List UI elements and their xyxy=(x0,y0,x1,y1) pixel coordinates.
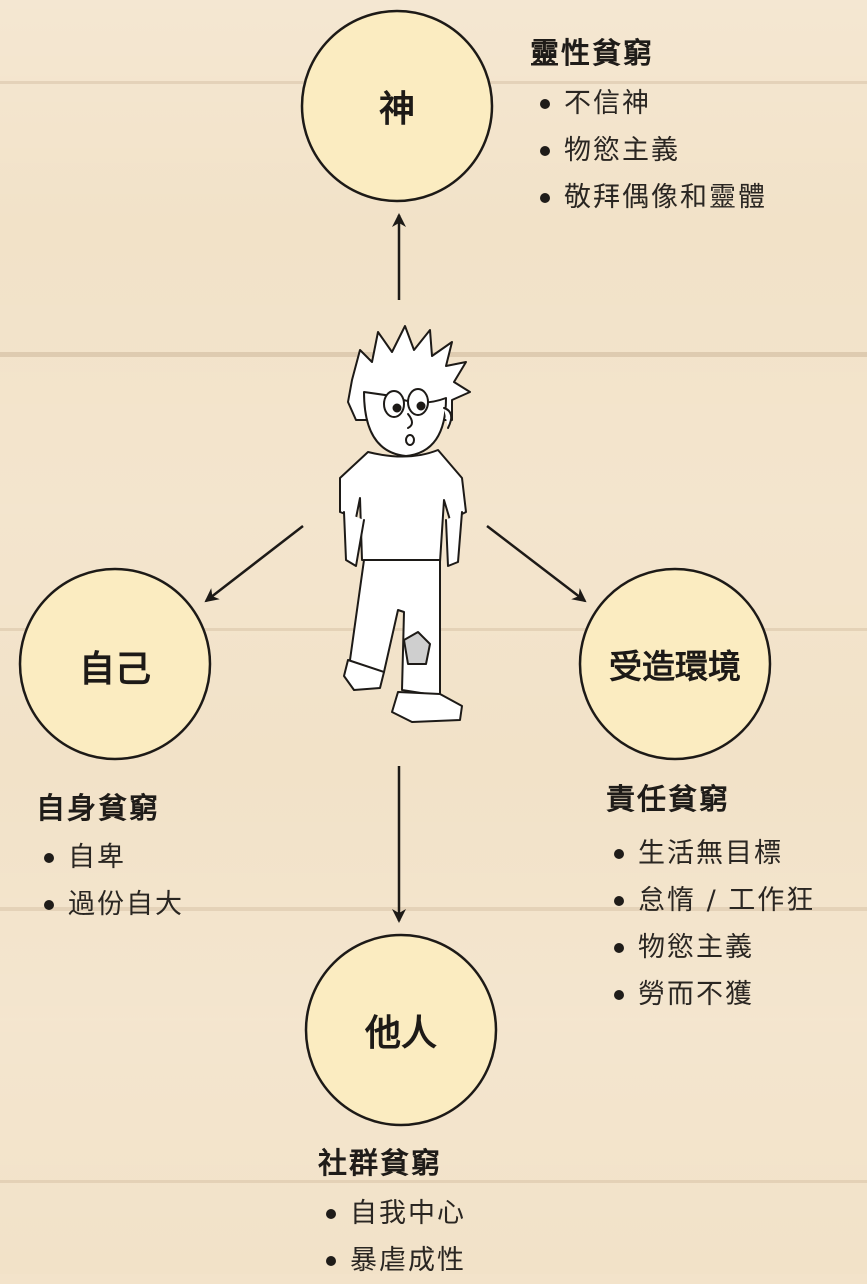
bullet-icon xyxy=(44,899,54,910)
list-item: 物慾主義 xyxy=(614,924,815,971)
community-poverty-list: 自我中心 暴虐成性 xyxy=(326,1190,466,1284)
list-item-text: 不信神 xyxy=(564,88,651,119)
bullet-icon xyxy=(614,942,624,953)
node-label-self: 自己 xyxy=(78,649,151,690)
bullet-icon xyxy=(614,895,624,906)
self-poverty-list: 自卑 過份自大 xyxy=(44,834,184,928)
bullet-icon xyxy=(326,1255,336,1266)
boy-arm xyxy=(445,511,463,567)
node-label-environment: 受造環境 xyxy=(609,647,741,686)
node-circle-god xyxy=(300,9,494,203)
bullet-icon xyxy=(44,852,54,863)
stewardship-poverty-list: 生活無目標 怠惰 / 工作狂 物慾主義 勞而不獲 xyxy=(614,830,815,1018)
boy-arm xyxy=(343,511,365,567)
list-item: 勞而不獲 xyxy=(614,971,815,1018)
node-circle-self xyxy=(18,567,212,761)
list-item-text: 敬拜偶像和靈體 xyxy=(564,182,767,213)
boy-eye xyxy=(407,388,429,416)
list-item: 過份自大 xyxy=(44,881,184,928)
list-item: 敬拜偶像和靈體 xyxy=(540,174,767,221)
list-item: 不信神 xyxy=(540,80,767,127)
list-item-text: 生活無目標 xyxy=(638,838,783,869)
boy-pupil xyxy=(392,403,402,413)
list-item: 物慾主義 xyxy=(540,127,767,174)
plank-seam xyxy=(0,1180,867,1183)
boy-knee-patch xyxy=(403,631,431,665)
list-item: 生活無目標 xyxy=(614,830,815,877)
self-poverty-title: 自身貧窮 xyxy=(36,791,161,825)
node-circle-environment xyxy=(578,567,772,761)
node-label-god: 神 xyxy=(378,89,415,130)
list-item-text: 過份自大 xyxy=(68,889,184,920)
spiritual-poverty-title: 靈性貧窮 xyxy=(530,36,655,70)
sad-boy-illustration xyxy=(339,325,471,723)
boy-shoe xyxy=(343,659,385,691)
arrow-to-self xyxy=(204,525,304,603)
boy-pupil xyxy=(416,401,426,411)
list-item-text: 自我中心 xyxy=(350,1198,466,1229)
list-item: 暴虐成性 xyxy=(326,1237,466,1284)
community-poverty-title: 社群貧窮 xyxy=(318,1146,443,1180)
boy-mouth xyxy=(405,434,415,446)
list-item-text: 勞而不獲 xyxy=(638,979,754,1010)
list-item-text: 怠惰 / 工作狂 xyxy=(638,885,816,916)
stewardship-poverty-title: 責任貧窮 xyxy=(606,782,731,816)
list-item: 怠惰 / 工作狂 xyxy=(614,877,815,924)
boy-face xyxy=(363,391,447,457)
bullet-icon xyxy=(540,98,550,109)
bullet-icon xyxy=(540,192,550,203)
plank-seam xyxy=(0,907,867,911)
node-label-others: 他人 xyxy=(364,1013,437,1054)
list-item: 自我中心 xyxy=(326,1190,466,1237)
node-circle-others xyxy=(304,933,498,1127)
list-item-text: 暴虐成性 xyxy=(350,1245,466,1276)
boy-nose xyxy=(407,413,413,429)
bullet-icon xyxy=(614,848,624,859)
list-item-text: 物慾主義 xyxy=(638,932,754,963)
bullet-icon xyxy=(540,145,550,156)
bullet-icon xyxy=(326,1208,336,1219)
boy-eye xyxy=(383,390,405,418)
arrow-to-environment xyxy=(486,525,587,603)
boy-ear xyxy=(443,407,453,429)
list-item: 自卑 xyxy=(44,834,184,881)
bullet-icon xyxy=(614,989,624,1000)
list-item-text: 自卑 xyxy=(68,842,126,873)
list-item-text: 物慾主義 xyxy=(564,135,680,166)
spiritual-poverty-list: 不信神 物慾主義 敬拜偶像和靈體 xyxy=(540,80,767,221)
boy-shoe xyxy=(391,691,463,723)
boy-shirt xyxy=(339,449,467,563)
